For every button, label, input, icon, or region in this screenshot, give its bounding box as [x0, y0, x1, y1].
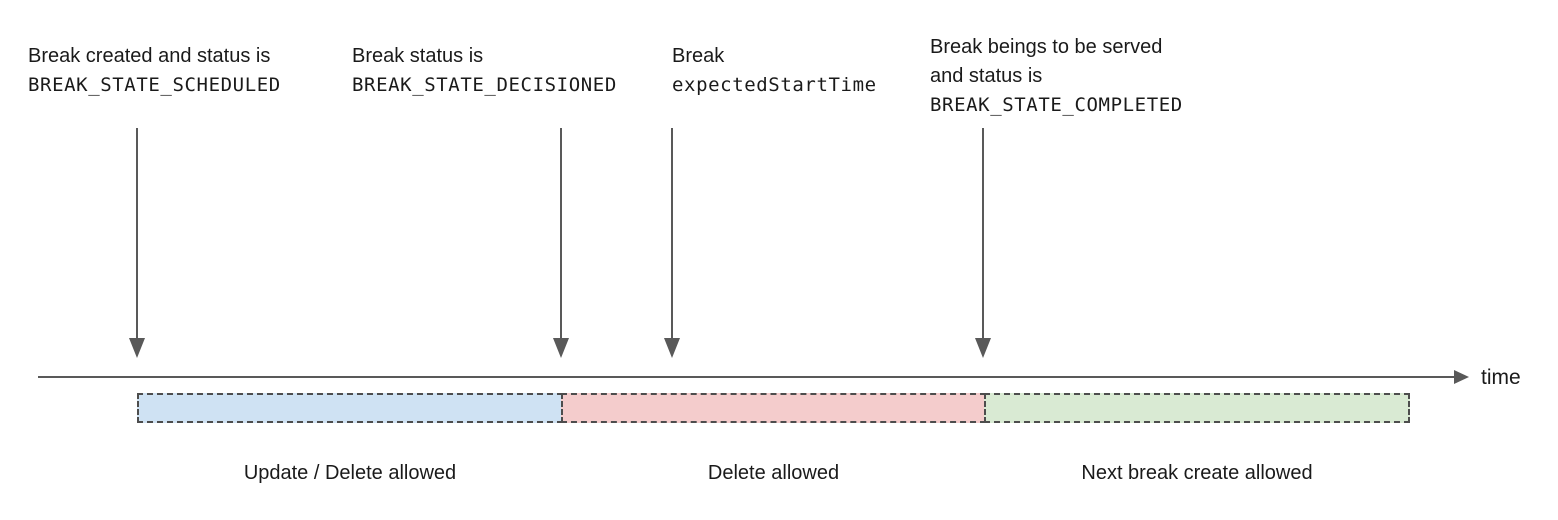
annotation-text: Break — [672, 45, 725, 67]
timeline-axis — [38, 376, 1455, 378]
annotation-break-scheduled: Break created and status is BREAK_STATE_… — [28, 42, 281, 100]
annotation-text: Break created and status is — [28, 45, 271, 67]
arrow-shaft — [671, 128, 673, 340]
arrow-head-icon — [553, 338, 569, 358]
segment-delete-allowed — [561, 393, 986, 423]
annotation-code: BREAK_STATE_SCHEDULED — [28, 74, 281, 96]
segment-caption: Next break create allowed — [1081, 462, 1313, 484]
down-arrow-completed — [975, 128, 991, 358]
arrow-shaft — [982, 128, 984, 340]
arrow-head-icon — [664, 338, 680, 358]
segment-caption: Update / Delete allowed — [243, 462, 457, 484]
annotation-expected-start-time: Break expectedStartTime — [672, 42, 877, 100]
arrow-shaft — [136, 128, 138, 340]
down-arrow-scheduled — [129, 128, 145, 358]
annotation-text: and status is — [930, 65, 1043, 87]
segment-next-break-create — [984, 393, 1410, 423]
timeline-arrowhead-icon — [1454, 370, 1469, 384]
annotation-break-decisioned: Break status is BREAK_STATE_DECISIONED — [352, 42, 617, 100]
annotation-text: Break beings to be served — [930, 36, 1163, 58]
arrow-head-icon — [975, 338, 991, 358]
annotation-code: BREAK_STATE_COMPLETED — [930, 94, 1183, 116]
down-arrow-expected-start — [664, 128, 680, 358]
annotation-break-completed: Break beings to be served and status is … — [930, 33, 1183, 120]
arrow-shaft — [560, 128, 562, 340]
down-arrow-decisioned — [553, 128, 569, 358]
timeline-axis-label: time — [1481, 366, 1521, 389]
annotation-code: BREAK_STATE_DECISIONED — [352, 74, 617, 96]
annotation-code: expectedStartTime — [672, 74, 877, 96]
arrow-head-icon — [129, 338, 145, 358]
segment-update-delete-allowed — [137, 393, 563, 423]
annotation-text: Break status is — [352, 45, 484, 67]
segment-caption: Delete allowed — [707, 462, 840, 484]
